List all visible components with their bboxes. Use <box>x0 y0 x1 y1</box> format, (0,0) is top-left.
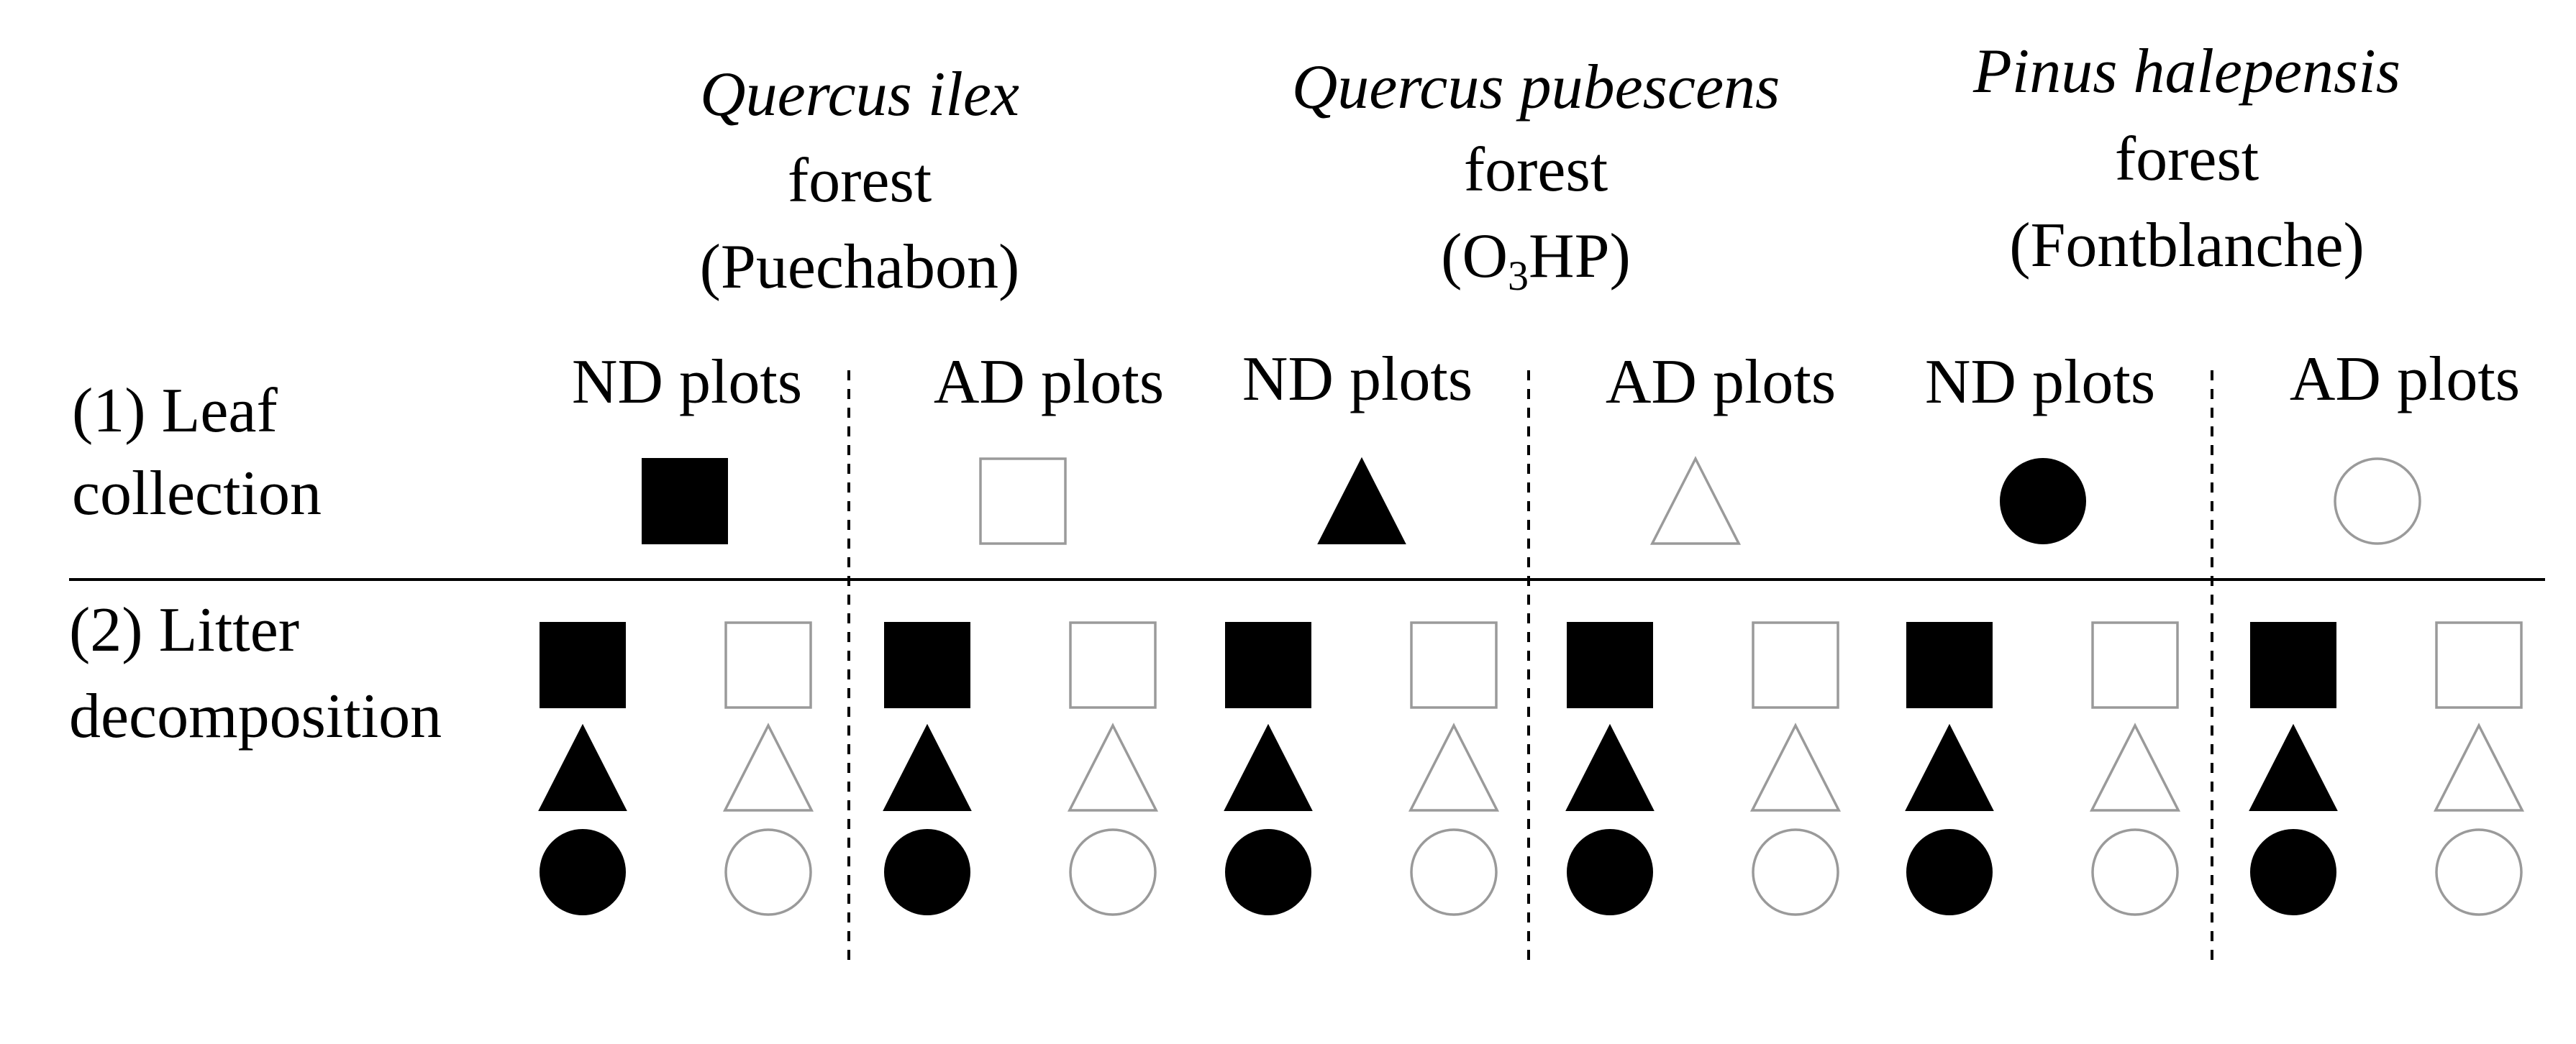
forest-site-label: (Puechabon) <box>700 232 1020 302</box>
circle-filled-icon <box>540 829 626 915</box>
square-filled-icon <box>642 458 728 544</box>
square-filled-icon <box>1225 622 1311 708</box>
plot-label-nd: ND plots <box>1242 344 1473 414</box>
row-label-line1: (1) Leaf <box>72 376 278 446</box>
circle-filled-icon <box>2000 458 2086 544</box>
triangle-open-icon <box>2089 723 2181 812</box>
circle-open-icon <box>1752 828 1839 916</box>
triangle-open-icon <box>1408 723 1500 812</box>
triangle-open-icon <box>722 723 814 812</box>
circle-open-icon <box>724 828 812 916</box>
forest-header-quercus-pubescens: Quercus pubescens forest (O3HP) <box>1292 52 1780 299</box>
site-prefix: (O <box>1441 221 1508 291</box>
triangle-filled-icon <box>1905 723 1994 811</box>
triangle-open-icon <box>2433 723 2525 812</box>
row-label-line1: (2) Litter <box>69 595 299 665</box>
plot-label-ad: AD plots <box>2290 344 2520 414</box>
square-open-icon <box>1410 621 1498 709</box>
square-filled-icon <box>1906 622 1993 708</box>
square-open-icon <box>1069 621 1157 709</box>
square-filled-icon <box>884 622 970 708</box>
row-label-leaf-collection: (1) Leaf collection <box>72 376 322 528</box>
site-subscript: 3 <box>1508 252 1529 299</box>
triangle-filled-icon <box>1565 723 1655 811</box>
forest-site-label: (Fontblanche) <box>2009 211 2365 280</box>
circle-open-icon <box>1069 828 1157 916</box>
forest-site-label: (O3HP) <box>1441 221 1631 299</box>
plot-label-nd: ND plots <box>572 347 802 417</box>
row-label-line2: collection <box>72 459 322 528</box>
circle-filled-icon <box>1567 829 1653 915</box>
litter-decomposition-symbols <box>538 621 2525 916</box>
row-label-litter-decomposition: (2) Litter decomposition <box>69 595 442 751</box>
plot-labels: ND plots AD plots ND plots AD plots ND p… <box>572 344 2520 417</box>
square-filled-icon <box>540 622 626 708</box>
forest-type-label: forest <box>1464 135 1608 205</box>
circle-filled-icon <box>1225 829 1311 915</box>
leaf-collection-symbols <box>642 456 2421 545</box>
circle-filled-icon <box>884 829 970 915</box>
triangle-open-icon <box>1067 723 1159 812</box>
triangle-filled-icon <box>1224 723 1313 811</box>
triangle-open-icon <box>1749 723 1842 812</box>
square-open-icon <box>2435 621 2523 709</box>
forest-species-label: Pinus halepensis <box>1972 37 2400 106</box>
triangle-filled-icon <box>883 723 972 811</box>
square-filled-icon <box>1567 622 1653 708</box>
circle-open-icon <box>2091 828 2179 916</box>
circle-open-icon <box>2334 457 2421 545</box>
circle-open-icon <box>2435 828 2523 916</box>
forest-type-label: forest <box>2115 124 2259 194</box>
circle-open-icon <box>1410 828 1498 916</box>
square-open-icon <box>724 621 812 709</box>
forest-header-quercus-ilex: Quercus ilex forest (Puechabon) <box>700 60 1020 302</box>
plot-label-ad: AD plots <box>1606 347 1836 417</box>
triangle-filled-icon <box>538 723 627 811</box>
square-open-icon <box>1752 621 1839 709</box>
site-suffix: HP) <box>1529 221 1631 291</box>
circle-filled-icon <box>2250 829 2336 915</box>
triangle-filled-icon <box>1317 457 1406 544</box>
row-label-line2: decomposition <box>69 682 442 751</box>
square-open-icon <box>2091 621 2179 709</box>
triangle-open-icon <box>1649 456 1742 545</box>
plot-label-nd: ND plots <box>1925 347 2155 417</box>
triangle-filled-icon <box>2249 723 2338 811</box>
square-filled-icon <box>2250 622 2336 708</box>
circle-filled-icon <box>1906 829 1993 915</box>
forest-header-pinus-halepensis: Pinus halepensis forest (Fontblanche) <box>1972 37 2400 280</box>
square-open-icon <box>979 457 1067 545</box>
forest-species-label: Quercus pubescens <box>1292 52 1780 122</box>
forest-type-label: forest <box>788 146 932 216</box>
plot-label-ad: AD plots <box>934 347 1164 417</box>
forest-species-label: Quercus ilex <box>700 60 1019 129</box>
